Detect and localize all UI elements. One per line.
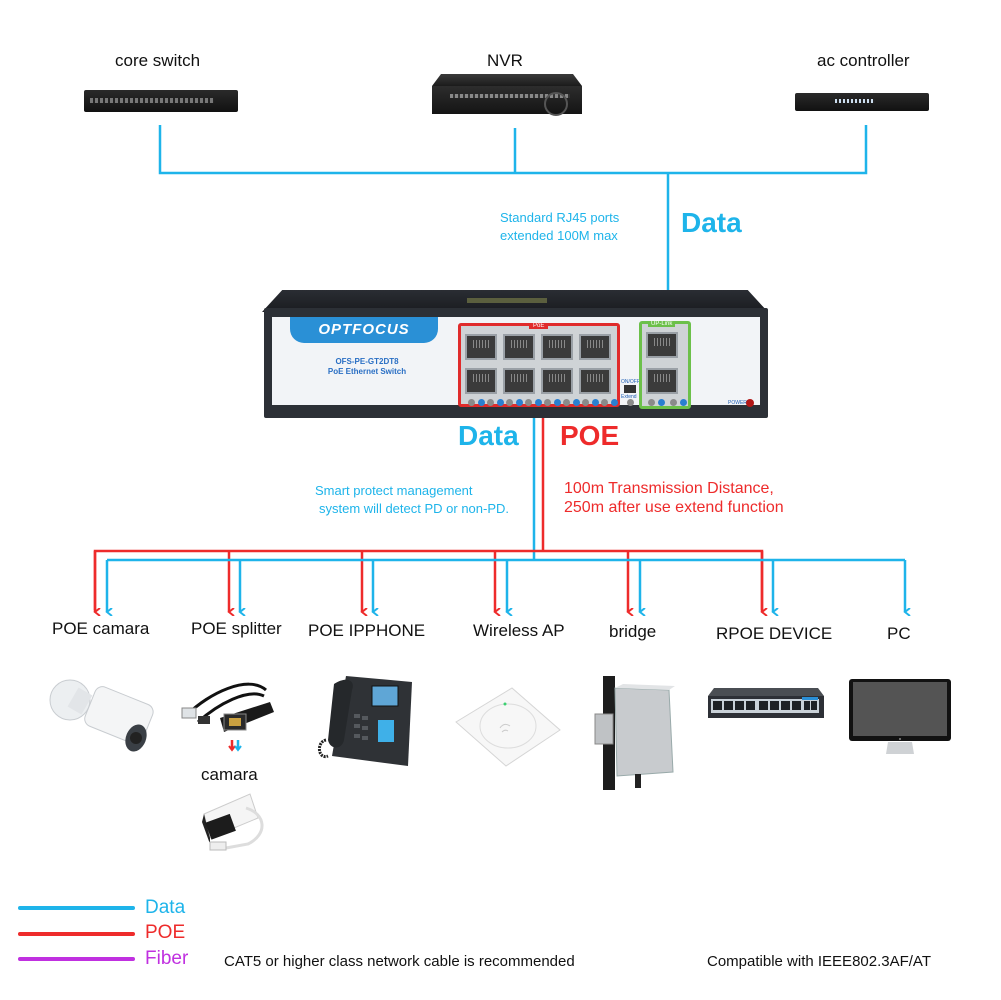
port-led-9 <box>658 399 665 406</box>
poe-port[interactable] <box>541 334 573 360</box>
brand-logo: OPTFOCUS <box>290 317 438 343</box>
label-splitter-camera: camara <box>201 765 258 784</box>
uplink-note-line1: Standard RJ45 ports <box>500 210 620 225</box>
link-led <box>563 399 570 406</box>
port-led-2 <box>497 399 504 406</box>
extend-dip-switch[interactable] <box>624 385 636 393</box>
poe-note: 100m Transmission Distance, 250m after u… <box>564 479 784 517</box>
port-led-6 <box>573 399 580 406</box>
data-note-line2: system will detect PD or non-PD. <box>319 501 510 516</box>
poe-port[interactable] <box>541 368 573 394</box>
uplink-group-label: UP-Link <box>648 321 676 327</box>
label-core-switch: core switch <box>115 51 201 70</box>
port-led-8 <box>611 399 618 406</box>
wireless-ap-icon <box>455 687 561 767</box>
poe-port[interactable] <box>503 368 535 394</box>
link-led <box>525 399 532 406</box>
label-nvr: NVR <box>487 51 523 70</box>
label-ac-controller: ac controller <box>817 51 910 70</box>
dip-label-bottom: Extend <box>621 394 637 400</box>
poe-port-group: PoE <box>458 323 620 407</box>
rack-controller-icon <box>795 93 929 111</box>
extend-led <box>627 399 634 406</box>
link-led <box>468 399 475 406</box>
dip-label-top: ON/OFF <box>621 379 640 385</box>
cable-note: CAT5 or higher class network cable is re… <box>224 953 575 970</box>
power-label: POWER <box>728 400 747 406</box>
legend-label-data: Data <box>145 897 186 918</box>
label-poe-splitter: POE splitter <box>191 619 282 638</box>
label-poe-camera: POE camara <box>52 619 150 638</box>
link-led <box>670 399 677 406</box>
ip-phone-icon <box>318 676 412 766</box>
poe-port[interactable] <box>465 368 497 394</box>
legend-label-fiber: Fiber <box>145 948 189 969</box>
port-led-4 <box>535 399 542 406</box>
link-led <box>648 399 655 406</box>
poe-port[interactable] <box>465 334 497 360</box>
port-led-1 <box>478 399 485 406</box>
label-pc: PC <box>887 624 911 643</box>
wire-core-switch <box>158 125 868 175</box>
data-note: Smart protect management system will det… <box>315 482 509 518</box>
legend-label-poe: POE <box>145 922 186 943</box>
uplink-port-group: UP-Link <box>639 321 691 409</box>
port-led-7 <box>592 399 599 406</box>
label-poe-ipphone: POE IPPHONE <box>308 621 426 640</box>
model-number: OFS-PE-GT2DT8 <box>335 357 399 366</box>
data-bus <box>107 558 905 612</box>
switch-model: OFS-PE-GT2DT8 PoE Ethernet Switch <box>292 357 442 377</box>
poe-port[interactable] <box>579 368 611 394</box>
uplink-port[interactable] <box>646 332 678 358</box>
link-led <box>582 399 589 406</box>
power-led <box>746 399 754 407</box>
poe-splitter-icon <box>181 682 274 752</box>
pc-monitor-icon <box>849 679 951 754</box>
box-camera-icon <box>202 793 264 851</box>
poe-group-label: PoE <box>529 323 549 329</box>
label-rpoe-device: RPOE DEVICE <box>716 624 833 643</box>
label-wireless-ap: Wireless AP <box>473 621 565 640</box>
poe-note-line2: 250m after use extend function <box>564 499 784 516</box>
compat-note: Compatible with IEEE802.3AF/AT <box>707 953 931 970</box>
bullet-camera-icon <box>49 679 154 752</box>
link-led <box>544 399 551 406</box>
model-description: PoE Ethernet Switch <box>327 367 407 376</box>
port-led-3 <box>516 399 523 406</box>
port-led-10 <box>680 399 687 406</box>
downlink-poe-label: POE <box>560 420 620 451</box>
rack-switch-icon <box>84 90 238 112</box>
poe-note-line1: 100m Transmission Distance, <box>564 480 774 497</box>
rpoe-switch-icon <box>708 688 824 718</box>
data-note-line1: Smart protect management <box>315 483 473 498</box>
uplink-port[interactable] <box>646 368 678 394</box>
uplink-note-line2: extended 100M max <box>500 228 618 243</box>
uplink-data-label: Data <box>681 207 742 238</box>
link-led <box>601 399 608 406</box>
uplink-note: Standard RJ45 ports extended 100M max <box>500 209 619 245</box>
poe-port[interactable] <box>579 334 611 360</box>
link-led <box>506 399 513 406</box>
port-led-5 <box>554 399 561 406</box>
link-led <box>487 399 494 406</box>
poe-port[interactable] <box>503 334 535 360</box>
label-bridge: bridge <box>609 622 657 641</box>
downlink-data-label: Data <box>458 420 519 451</box>
outdoor-bridge-icon <box>594 676 675 790</box>
